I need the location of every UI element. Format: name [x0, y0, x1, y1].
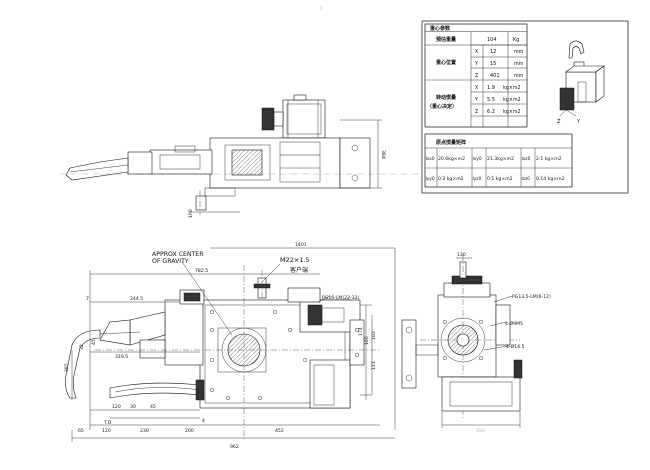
top-view: 1P0 384 [60, 94, 420, 218]
dim-32: 32 [79, 344, 85, 350]
cog-table-title: 重心参数 [430, 25, 451, 32]
isometric-thumbnail: Z Y [557, 40, 605, 125]
ixz0-val: 2.1 kg×m2 [536, 156, 562, 162]
dim-7: 7 [86, 296, 89, 302]
inertia-y-unit: kg×m2 [503, 97, 521, 103]
customer-side-label: 客户端 [290, 266, 308, 274]
side-dim-130: 130 [457, 252, 466, 258]
dim-131: 131 [371, 361, 377, 370]
cog-z-unit: mm [514, 74, 524, 79]
izz0-val: 0.14 kg×m2 [536, 176, 565, 182]
dim-1401: 1401 [295, 242, 307, 248]
inertia-label: 转动惯量 [436, 94, 456, 101]
ixx0-val: 20.6kg×m2 [438, 156, 465, 162]
origin-inertia-table: 原点惯量矩阵 Ixx0 20.6kg×m2 Ixy0 21.3kg×m2 Ixz… [424, 133, 573, 188]
dim-174: 174 [358, 327, 364, 336]
inertia-sublabel: （重心决定） [427, 103, 457, 110]
thumb-axis-z: Z [557, 119, 561, 125]
front-pg-label: PG16-LM(22-32) [322, 295, 359, 301]
side-label-a: 4-Ø9M5 [505, 320, 523, 327]
cog-weight-value: 104 [487, 37, 497, 43]
side-label-b: 4-Ø14.5 [506, 343, 525, 350]
inertia-x-axis: X [475, 85, 479, 91]
cog-z-value: 401 [490, 73, 500, 79]
dim-120b: 120 [102, 428, 111, 434]
cog-weight-unit: Kg [513, 37, 519, 43]
cog-position-label: 重心位置 [436, 59, 456, 66]
inertia-table-title: 原点惯量矩阵 [436, 139, 466, 146]
side-dim-350: 350 [476, 428, 485, 434]
dim-65: 65 [78, 428, 84, 434]
cog-z-axis: Z [475, 73, 479, 79]
dim-to: T.O [103, 420, 112, 426]
dim-782: 782.5 [195, 268, 208, 274]
dim-120: 120 [112, 404, 121, 410]
top-dim-384: 384 [380, 150, 386, 159]
cog-callout-line1: APPROX CENTER [152, 251, 204, 258]
cog-callout-line2: OF GRAVITY [152, 258, 189, 265]
inertia-z-unit: kg×m2 [503, 109, 521, 115]
top-small-label: 1P0 [188, 209, 194, 218]
front-view: APPROX CENTER OF GRAVITY M22×1.5 客户端 PG1… [64, 242, 396, 450]
dim-230: 230 [140, 428, 149, 434]
dim-452: 452 [275, 428, 284, 434]
faint-mark: K [320, 6, 324, 12]
izz0-key: Izz0 [522, 176, 531, 182]
iyz0-val: 0.1 kg×m2 [487, 176, 513, 182]
dim-165: 165 [364, 336, 370, 345]
ixy0-val: 21.3kg×m2 [487, 156, 514, 162]
inertia-z-value: 6.2 [487, 109, 495, 115]
dim-319: 319.5 [115, 354, 128, 360]
ixy0-key: Ixy0 [473, 156, 482, 162]
dim-45b: 45 [91, 339, 97, 345]
thumb-axis-y: Y [576, 119, 581, 125]
dim-45: 45 [150, 404, 156, 410]
inertia-y-axis: Y [474, 97, 478, 103]
ixz0-key: Ixz0 [522, 156, 531, 162]
side-pg-label: PG13.5-LM(6-12) [512, 294, 551, 300]
cog-weight-label: 预估重量 [436, 36, 456, 43]
inertia-z-axis: Z [475, 109, 479, 115]
thread-label: M22×1.5 [280, 256, 310, 264]
dim-30: 30 [130, 404, 136, 410]
cog-x-axis: X [475, 49, 479, 55]
iyy0-val: 0.3 kg×m2 [438, 176, 464, 182]
cog-y-unit: mm [514, 62, 524, 67]
ixx0-key: Ixx0 [426, 156, 435, 162]
dim-103: 103 [371, 331, 377, 340]
inertia-x-unit: kg×m2 [503, 85, 521, 91]
iyz0-key: Iyz0 [473, 176, 482, 182]
cog-x-value: 12 [490, 49, 496, 55]
inertia-x-value: 1.9 [487, 85, 495, 91]
dim-200: 200 [185, 428, 194, 434]
cog-parameter-table: 重心参数 预估重量 104 Kg 重心位置 X 12 mm Y 15 mm Z … [421, 20, 629, 194]
dim-244: 244.5 [130, 296, 143, 302]
iyy0-key: Iyy0 [426, 176, 435, 182]
cog-y-value: 15 [490, 61, 496, 67]
inertia-y-value: 5.5 [487, 97, 495, 103]
cog-x-unit: mm [514, 50, 524, 55]
dim-385: 385 [64, 363, 70, 372]
cog-y-axis: Y [474, 61, 478, 67]
dim-962: 962 [230, 444, 239, 450]
dim-4: 4 [202, 418, 205, 424]
side-view: 130 PG13.5-LM(6-12) 4-Ø9M5 4-Ø14.5 350 [401, 252, 551, 434]
